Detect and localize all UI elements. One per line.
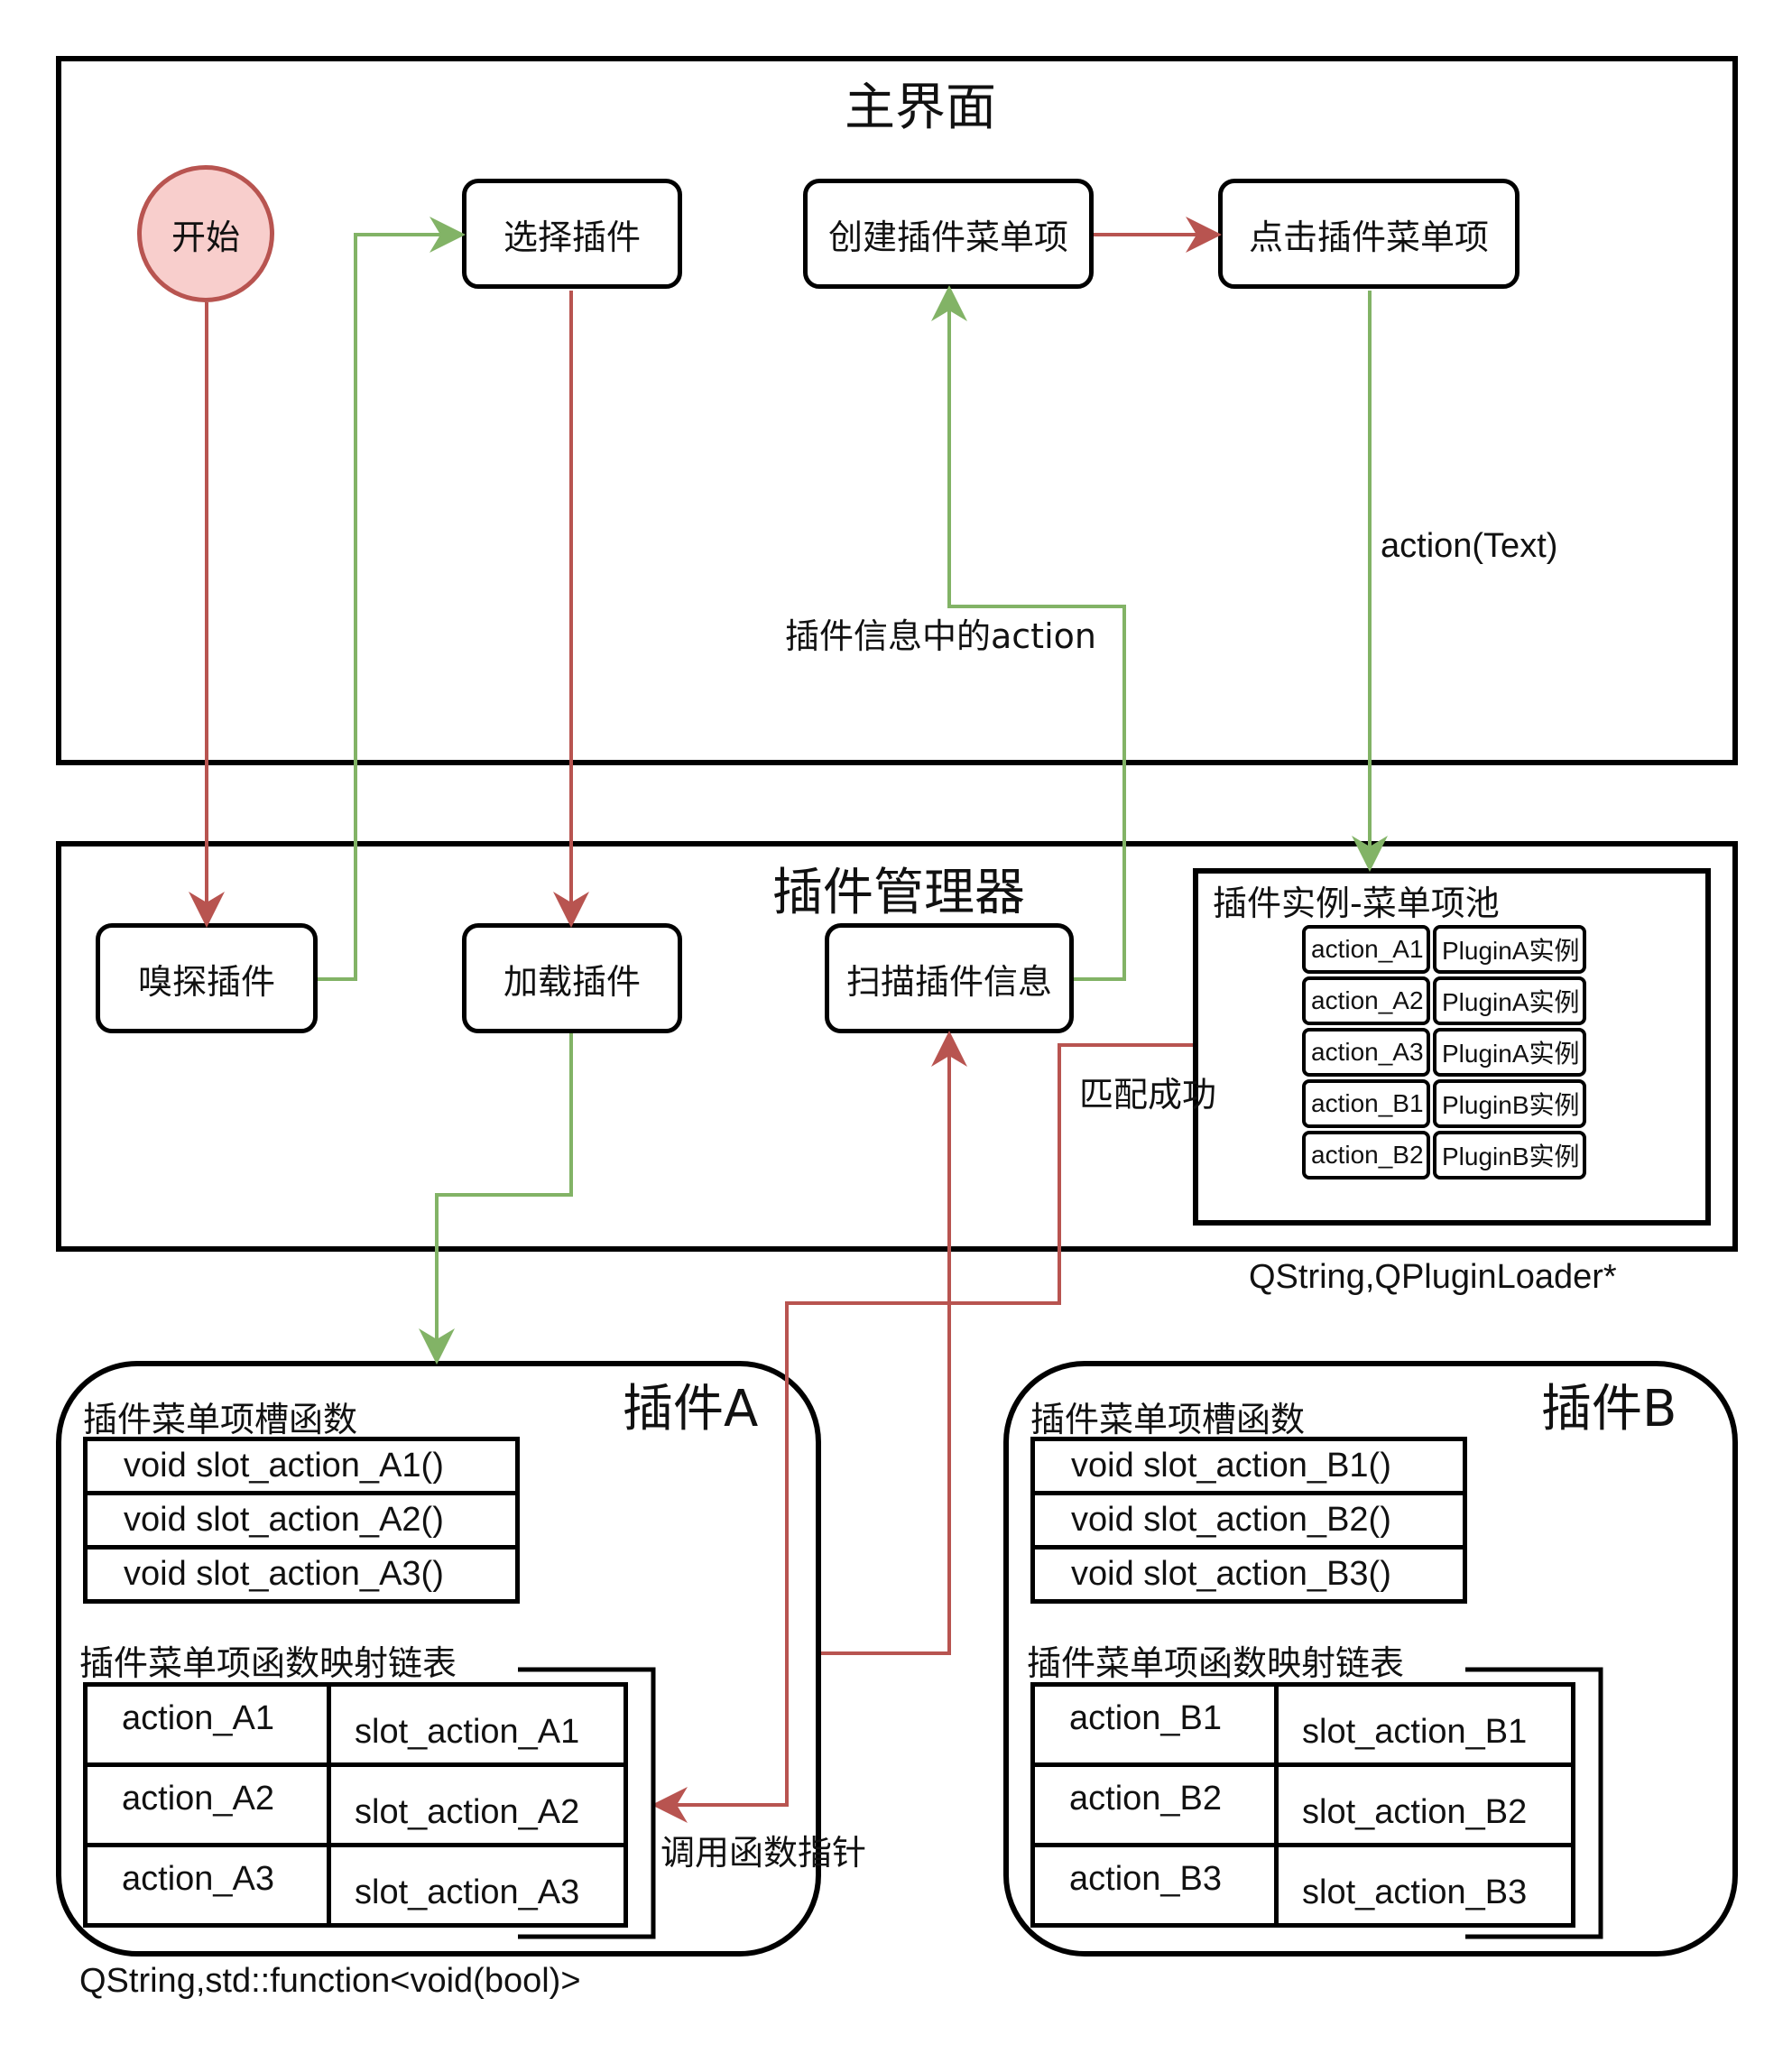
pool-action-cell: action_A2 [1302,976,1430,1025]
slot-row: void slot_action_A3() [83,1545,520,1604]
sniff-plugin-label: 嗅探插件 [137,961,275,1002]
plugin-manager-panel [56,841,1738,1252]
match-success-label: 匹配成功 [1079,1075,1217,1115]
pool-action-cell: action_B1 [1302,1079,1430,1128]
map-action-cell: action_B2 [1030,1762,1279,1847]
slot-function-cell: void slot_action_B2() [1030,1491,1467,1550]
plugin-manager-title: 插件管理器 [772,864,1025,922]
scan-plugin-info-label: 扫描插件信息 [845,961,1052,1002]
map-action-cell: action_A3 [83,1843,331,1928]
arrow-pool-to-plugin-a-map [651,1043,1193,1823]
slot-row: void slot_action_B3() [1030,1545,1467,1604]
plugin-b-title: 插件B [1541,1380,1677,1439]
slot-function-cell: void slot_action_B1() [1030,1437,1467,1495]
scan-plugin-info-node: 扫描插件信息 [825,923,1074,1033]
main-ui-title: 主界面 [845,79,996,137]
instance-pool-title: 插件实例-菜单项池 [1213,883,1500,923]
plugin-a-map-bracket [518,1667,656,1939]
pool-type-label: QString,QPluginLoader* [1249,1258,1617,1296]
slot-row: void slot_action_B1() [1030,1437,1467,1495]
arrow-scan-to-create [931,285,1126,981]
slot-function-cell: void slot_action_A2() [83,1491,520,1550]
slot-function-cell: void slot_action_A1() [83,1437,520,1495]
map-action-cell: action_B3 [1030,1843,1279,1928]
plugin-b-slots-table: void slot_action_B1()void slot_action_B2… [1030,1437,1467,1604]
pool-action-cell: action_B2 [1302,1131,1430,1180]
pool-instance-cell: PluginA实例 [1433,1028,1586,1077]
slot-row: void slot_action_A2() [83,1491,520,1550]
map-slot-cell: slot_action_B3 [1274,1843,1575,1928]
map-slot-cell: slot_action_A1 [327,1682,628,1767]
plugin-info-action-label: 插件信息中的action [785,608,1096,658]
plugin-b-map-title: 插件菜单项函数映射链表 [1027,1643,1405,1683]
plugin-a-slots-table: void slot_action_A1()void slot_action_A2… [83,1437,520,1604]
plugin-b-map-bracket [1465,1667,1603,1939]
action-text-label: action(Text) [1381,527,1558,566]
start-node: 开始 [137,165,274,302]
plugin-a-map-title: 插件菜单项函数映射链表 [79,1643,457,1683]
pool-action-cell: action_A3 [1302,1028,1430,1077]
slot-row: void slot_action_A1() [83,1437,520,1495]
pool-instance-cell: PluginB实例 [1433,1131,1586,1180]
select-plugin-label: 选择插件 [503,217,641,257]
create-menu-item-label: 创建插件菜单项 [827,217,1068,257]
plugin-b-slots-title: 插件菜单项槽函数 [1030,1400,1306,1439]
plugin-b-container [1003,1361,1738,1957]
load-plugin-node: 加载插件 [462,923,682,1033]
map-action-cell: action_A2 [83,1762,331,1847]
select-plugin-node: 选择插件 [462,179,682,289]
slot-row: void slot_action_B2() [1030,1491,1467,1550]
arrow-plugin-a-to-scan [821,1031,967,1655]
click-menu-item-label: 点击插件菜单项 [1248,217,1489,257]
slot-function-cell: void slot_action_A3() [83,1545,520,1604]
map-action-cell: action_B1 [1030,1682,1279,1767]
instance-pool-panel [1193,868,1711,1226]
plugin-a-title: 插件A [623,1380,759,1439]
map-slot-cell: slot_action_B2 [1274,1762,1575,1847]
load-plugin-label: 加载插件 [503,961,641,1002]
map-slot-cell: slot_action_B1 [1274,1682,1575,1767]
call-function-pointer-label: 调用函数指针 [660,1833,867,1873]
pool-instance-cell: PluginA实例 [1433,925,1586,974]
map-slot-cell: slot_action_A2 [327,1762,628,1847]
pool-instance-cell: PluginA实例 [1433,976,1586,1025]
plugin-a-type-label: QString,std::function<void(bool)> [79,1962,581,2000]
arrow-load-to-plugin-a [419,1033,573,1365]
pool-action-cell: action_A1 [1302,925,1430,974]
map-action-cell: action_A1 [83,1682,331,1767]
arrow-sniff-to-select [318,217,466,981]
slot-function-cell: void slot_action_B3() [1030,1545,1467,1604]
start-label: 开始 [171,217,240,257]
pool-instance-cell: PluginB实例 [1433,1079,1586,1128]
map-slot-cell: slot_action_A3 [327,1843,628,1928]
main-ui-panel [56,56,1738,765]
plugin-a-slots-title: 插件菜单项槽函数 [83,1400,358,1439]
